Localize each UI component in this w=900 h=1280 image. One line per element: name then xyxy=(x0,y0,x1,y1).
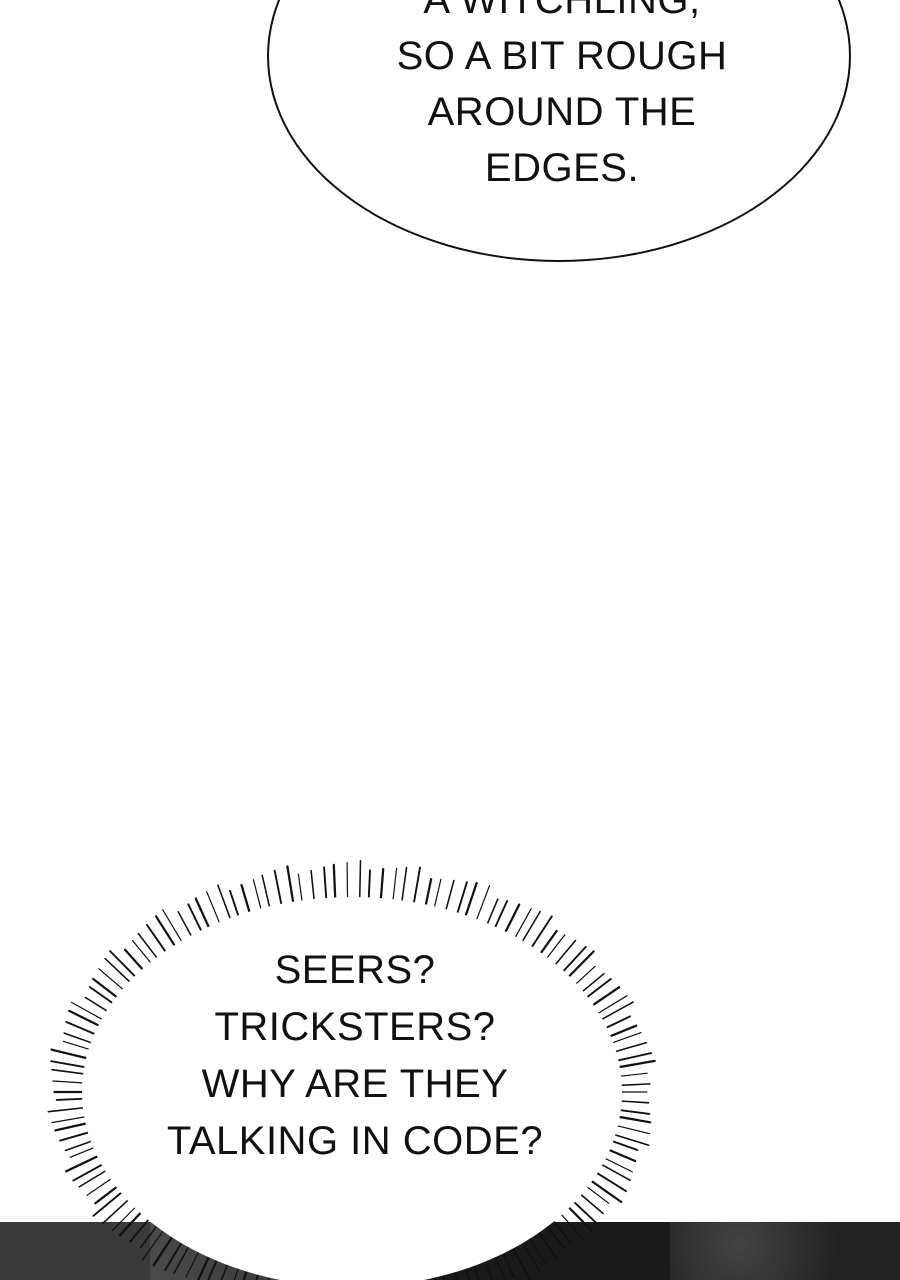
bubble-line: TRICKSTERS? xyxy=(214,1005,496,1049)
burst-hatch-line xyxy=(162,909,186,948)
burst-hatch-line xyxy=(473,885,491,927)
burst-hatch-line xyxy=(358,859,362,905)
artwork-shade xyxy=(0,1222,150,1280)
bubble-line: SEERS? xyxy=(274,948,436,992)
bubble-line: AROUND THE xyxy=(427,90,697,134)
bubble-line: A WITCHLING, xyxy=(423,0,701,22)
speech-bubble-text-top: A WITCHLING, SO A BIT ROUGH AROUND THE E… xyxy=(362,0,762,196)
burst-hatch-line xyxy=(411,866,421,911)
burst-bubble xyxy=(47,859,656,1280)
bubble-line: WHY ARE THEY xyxy=(201,1062,509,1106)
bubble-line: SO A BIT ROUGH xyxy=(396,34,728,78)
bubble-line: TALKING IN CODE? xyxy=(166,1119,544,1163)
burst-hatch-line xyxy=(286,865,296,910)
artwork-texture xyxy=(670,1222,900,1280)
bubble-line: EDGES. xyxy=(484,146,640,190)
burst-hatch-line xyxy=(268,1270,272,1280)
burst-hatch-line xyxy=(452,1265,458,1280)
burst-bubble-text: SEERS? TRICKSTERS? WHY ARE THEY TALKING … xyxy=(110,942,600,1170)
burst-bubble-fill xyxy=(82,897,622,1280)
